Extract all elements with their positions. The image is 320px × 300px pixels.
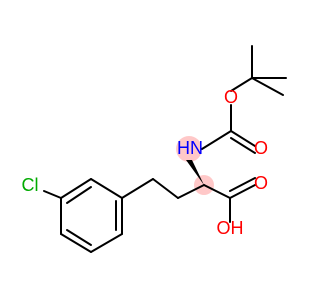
ester-o-tert-bond xyxy=(230,77,253,92)
acid-c-o-double-bond-1 xyxy=(229,184,256,199)
hydroxyl-label: OH xyxy=(217,218,244,238)
ring-bond-1 xyxy=(60,178,92,199)
chlorophenyl-ring xyxy=(60,178,123,253)
aryl-chain-bond xyxy=(121,178,154,199)
tert-methyl-3 xyxy=(251,77,284,96)
acid-c-bond xyxy=(203,184,231,199)
chain-bond-1 xyxy=(152,178,179,199)
carbamate-c-o-double-bond-1 xyxy=(230,130,256,147)
chain-bond-2 xyxy=(177,184,205,199)
nh-highlight xyxy=(176,136,202,162)
carbamate-oxygen-label: O xyxy=(254,138,268,158)
ring-inner-double-bond-3 xyxy=(66,229,92,246)
ring-bond-5 xyxy=(60,233,92,253)
cl-bond xyxy=(43,190,62,199)
carbamate-c-o-double-bond-2 xyxy=(230,137,256,154)
nh-label: HN xyxy=(177,138,203,158)
ring-bond-4 xyxy=(90,233,123,253)
n-c-bond xyxy=(201,130,232,150)
acid-carbonyl-oxygen-label: O xyxy=(254,173,268,193)
cl-label: Cl xyxy=(22,175,39,195)
chemical-structure-diagram: Cl HN O O O OH xyxy=(22,45,287,253)
stereo-wedge-bond xyxy=(186,160,204,185)
acid-c-o-double-bond-2 xyxy=(229,177,256,192)
ring-inner-double-bond-1 xyxy=(66,186,92,204)
ester-oxygen-label: O xyxy=(224,87,238,107)
ring-bond-2 xyxy=(90,178,123,199)
